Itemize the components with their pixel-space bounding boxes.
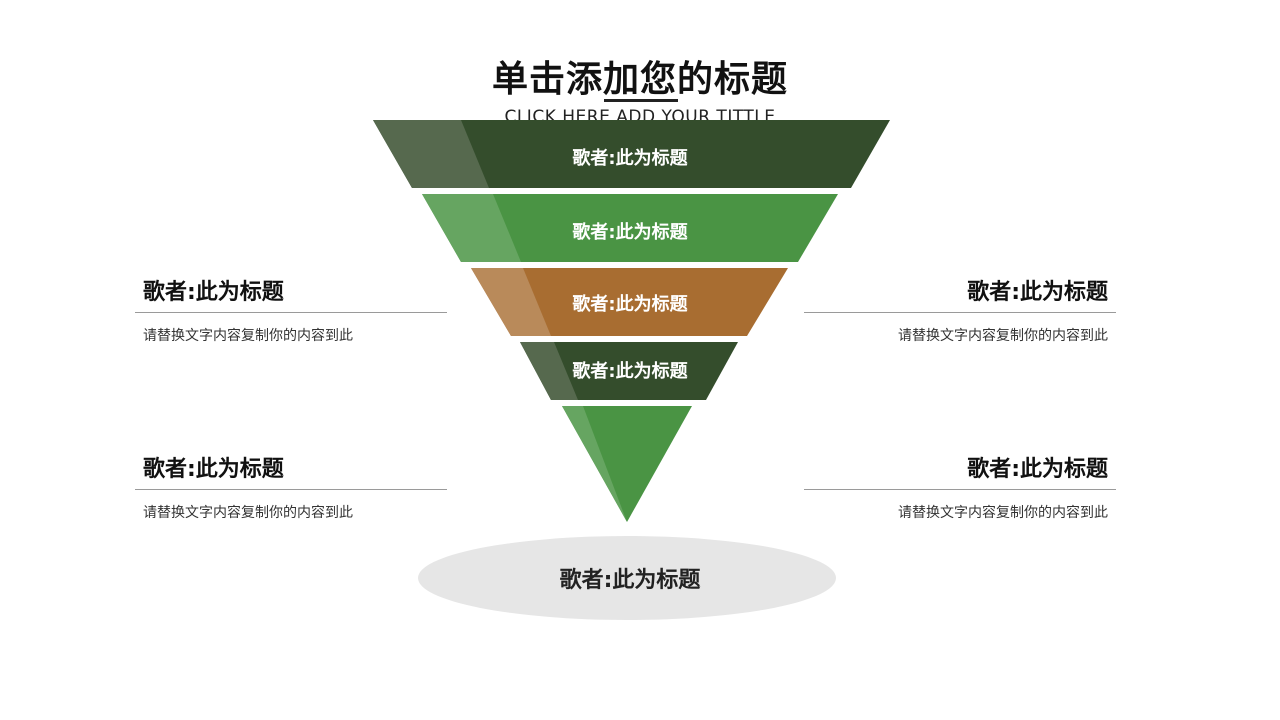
pyramid-layer-3-shape [471, 268, 788, 336]
pyramid-layer-2-label: 歌者:此为标题 [572, 222, 688, 243]
side-item-title: 歌者:此为标题 [967, 280, 1108, 305]
side-item-title: 歌者:此为标题 [143, 280, 284, 305]
pyramid-layer-1-highlight [373, 120, 489, 188]
pyramid-layer-1-label: 歌者:此为标题 [572, 148, 688, 169]
pyramid-layer-4-label: 歌者:此为标题 [572, 361, 688, 382]
pyramid-layer-3-highlight [471, 268, 551, 336]
side-item-bottom-right: 歌者:此为标题 请替换文字内容复制你的内容到此 [804, 455, 1116, 522]
side-item-desc: 请替换文字内容复制你的内容到此 [143, 505, 353, 521]
pyramid-layer-1-shape [373, 120, 890, 188]
pyramid-layer-2-shape [422, 194, 838, 262]
side-item-top-right: 歌者:此为标题 请替换文字内容复制你的内容到此 [804, 278, 1116, 345]
pyramid-layer-5-shape [562, 406, 692, 522]
page-subtitle: CLICK HERE ADD YOUR TITTLE [504, 107, 776, 120]
pyramid-layer-5-highlight [562, 406, 627, 522]
pyramid-layer-4-shape [520, 342, 738, 400]
side-item-divider [804, 312, 1116, 313]
pyramid-layer-3-label: 歌者:此为标题 [572, 294, 688, 315]
pyramid-layer-2-highlight [422, 194, 521, 262]
side-item-divider [804, 489, 1116, 490]
page-title: 单击添加您的标题 [491, 59, 788, 100]
side-item-bottom-left: 歌者:此为标题 请替换文字内容复制你的内容到此 [135, 455, 447, 522]
side-item-divider [135, 489, 447, 490]
side-item-title: 歌者:此为标题 [143, 457, 284, 482]
side-item-divider [135, 312, 447, 313]
side-item-desc: 请替换文字内容复制你的内容到此 [898, 505, 1108, 521]
side-item-desc: 请替换文字内容复制你的内容到此 [898, 328, 1108, 344]
side-item-title: 歌者:此为标题 [967, 457, 1108, 482]
side-item-desc: 请替换文字内容复制你的内容到此 [143, 328, 353, 344]
pyramid-layer-4-highlight [520, 342, 578, 400]
pyramid-base-label: 歌者:此为标题 [559, 568, 701, 593]
title-underline [604, 99, 678, 102]
pyramid-base-ellipse [418, 536, 836, 620]
side-item-top-left: 歌者:此为标题 请替换文字内容复制你的内容到此 [135, 278, 447, 345]
